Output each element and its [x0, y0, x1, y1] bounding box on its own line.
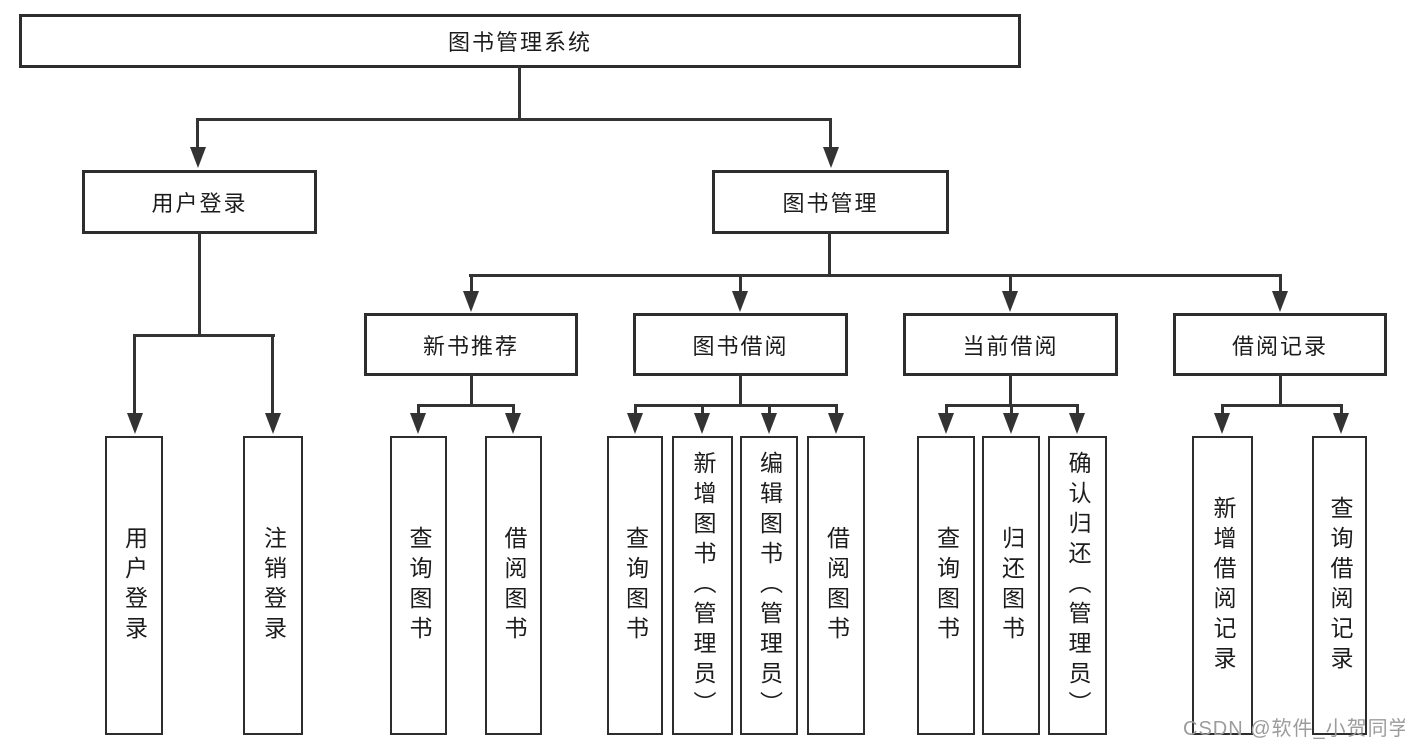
- leaf-label: 新增借阅记录: [1210, 495, 1236, 676]
- connector-line: [701, 404, 704, 416]
- connector-arrowhead: [505, 413, 521, 434]
- leaf-query-books-current: 查询图书: [917, 436, 975, 735]
- connector-arrowhead: [1069, 413, 1085, 434]
- leaf-label: 新增图书（管理员）: [690, 450, 716, 721]
- connector-line: [1076, 404, 1079, 416]
- connector-arrowhead: [1002, 291, 1018, 312]
- leaf-label: 查询借阅记录: [1327, 495, 1353, 676]
- leaf-label: 用户登录: [121, 525, 148, 646]
- connector-arrowhead: [1214, 413, 1230, 434]
- connector-line: [829, 118, 832, 150]
- leaf-label: 注销登录: [260, 525, 287, 646]
- connector-arrowhead: [127, 413, 143, 434]
- connector-arrowhead: [694, 413, 710, 434]
- connector-arrowhead: [463, 291, 479, 312]
- leaf-query-borrow-record: 查询借阅记录: [1312, 436, 1367, 735]
- connector-line: [417, 404, 420, 416]
- connector-line: [417, 404, 515, 407]
- leaf-return-books: 归还图书: [982, 436, 1040, 735]
- connector-line: [1221, 404, 1342, 407]
- leaf-label: 确认归还（管理员）: [1065, 450, 1091, 721]
- leaf-label: 查询图书: [406, 525, 432, 646]
- connector-arrowhead: [410, 413, 426, 434]
- connector-arrowhead: [1003, 413, 1019, 434]
- connector-line: [828, 232, 831, 276]
- leaf-label: 编辑图书（管理员）: [756, 450, 783, 721]
- connector-line: [634, 404, 838, 407]
- connector-line: [198, 232, 201, 336]
- leaf-logout: 注销登录: [243, 436, 303, 735]
- watermark: CSDN @软件_小贺同学: [1183, 718, 1405, 740]
- node-borrowing-records: 借阅记录: [1173, 313, 1387, 376]
- connector-line: [768, 404, 771, 416]
- connector-arrowhead: [732, 291, 748, 312]
- connector-arrowhead: [828, 413, 844, 434]
- connector-line: [470, 274, 473, 294]
- connector-line: [469, 274, 1282, 277]
- connector-arrowhead: [1333, 413, 1349, 434]
- connector-line: [1010, 404, 1013, 416]
- leaf-add-book-admin: 新增图书（管理员）: [672, 436, 733, 735]
- node-user-login: 用户登录: [82, 170, 317, 234]
- connector-line: [1009, 274, 1012, 294]
- connector-arrowhead: [761, 413, 777, 434]
- connector-arrowhead: [190, 147, 206, 168]
- connector-line: [1279, 374, 1282, 406]
- connector-arrowhead: [938, 413, 954, 434]
- node-current-borrowing: 当前借阅: [903, 313, 1118, 376]
- connector-line: [512, 404, 515, 416]
- connector-line: [196, 118, 832, 121]
- node-library-system: 图书管理系统: [19, 14, 1021, 68]
- leaf-label: 查询图书: [622, 525, 649, 646]
- node-new-book-recommendation: 新书推荐: [364, 313, 578, 376]
- leaf-user-login: 用户登录: [105, 436, 163, 735]
- leaf-label: 借阅图书: [501, 525, 527, 646]
- connector-line: [739, 374, 742, 406]
- leaf-edit-book-admin: 编辑图书（管理员）: [740, 436, 798, 735]
- leaf-borrow-books-borrow: 借阅图书: [807, 436, 865, 735]
- node-book-management: 图书管理: [712, 170, 949, 234]
- leaf-add-borrow-record: 新增借阅记录: [1192, 436, 1253, 735]
- connector-line: [470, 374, 473, 406]
- leaf-label: 借阅图书: [823, 525, 850, 646]
- connector-line: [133, 334, 136, 416]
- leaf-query-books-borrow: 查询图书: [607, 436, 663, 735]
- leaf-confirm-return-admin: 确认归还（管理员）: [1048, 436, 1107, 735]
- connector-line: [518, 66, 521, 120]
- connector-line: [1279, 274, 1282, 294]
- leaf-borrow-books-recommend: 借阅图书: [485, 436, 542, 735]
- connector-arrowhead: [823, 147, 839, 168]
- connector-line: [1221, 404, 1224, 416]
- leaf-label: 归还图书: [998, 525, 1025, 646]
- leaf-query-books-recommend: 查询图书: [390, 436, 447, 735]
- connector-line: [133, 334, 275, 337]
- connector-arrowhead: [265, 413, 281, 434]
- connector-line: [739, 274, 742, 294]
- node-book-borrowing: 图书借阅: [633, 313, 848, 376]
- connector-line: [945, 404, 948, 416]
- connector-line: [634, 404, 637, 416]
- connector-arrowhead: [1272, 291, 1288, 312]
- connector-line: [196, 118, 199, 150]
- connector-line: [271, 334, 274, 416]
- connector-line: [835, 404, 838, 416]
- connector-line: [1009, 374, 1012, 406]
- connector-arrowhead: [627, 413, 643, 434]
- connector-line: [1340, 404, 1343, 416]
- leaf-label: 查询图书: [933, 525, 960, 646]
